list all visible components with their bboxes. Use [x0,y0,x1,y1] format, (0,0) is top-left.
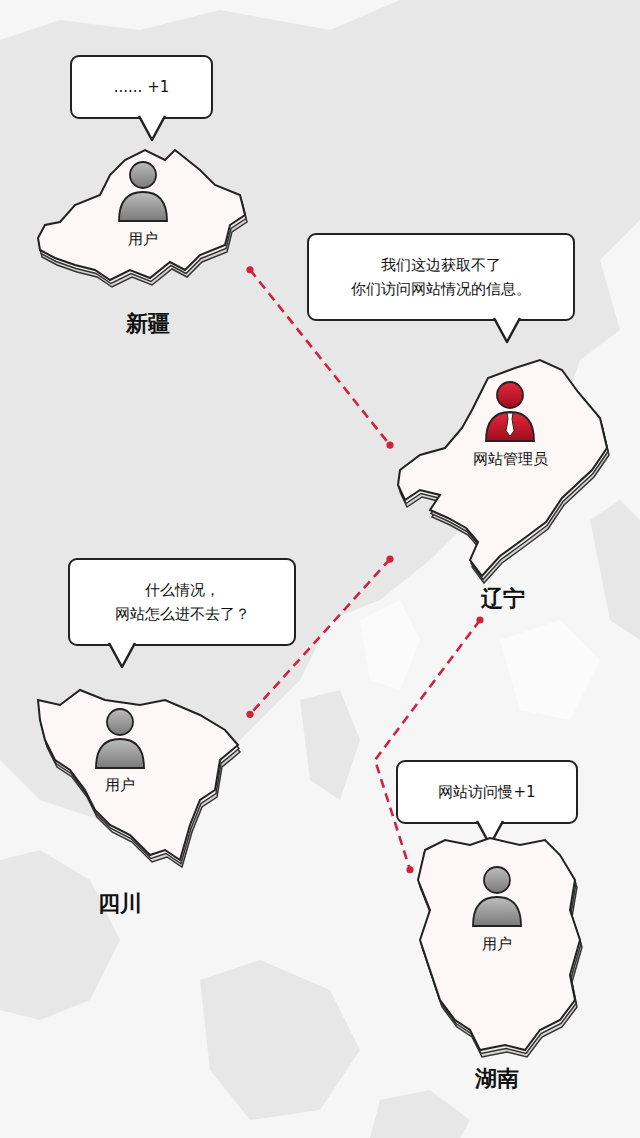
admin-icon [486,382,534,441]
icon-body [473,897,521,926]
speech-bubble: ...... +1 [70,55,213,119]
connector-group [375,616,484,873]
province-name: 湖南 [475,1065,519,1093]
province-face [418,838,580,1050]
tail-outline [494,318,520,342]
bubble-text: 我们这边获取不了 你们访问网站情况的信息。 [327,253,555,301]
province-region: 用户四川 [30,680,250,925]
icon-body [119,192,167,221]
bubble-tail [493,318,521,346]
speech-bubble: 什么情况， 网站怎么进不去了？ [68,558,296,646]
tail-fill [109,641,135,667]
province-outline [410,830,590,1095]
user-icon [96,709,144,768]
user-icon [473,867,521,926]
icon-head [497,382,523,408]
tail-outline [109,643,135,667]
bubble-tail [108,643,136,671]
role-label: 用户 [105,776,135,794]
bubble-text: 网站访问慢+1 [416,780,558,804]
connector-dot [246,711,253,718]
tail-outline [139,116,165,140]
connector-dot [246,266,253,273]
user-icon [119,162,167,221]
speech-bubble: 网站访问慢+1 [396,760,578,824]
connector-dot [386,442,393,449]
icon-head [107,709,133,735]
province-name: 辽宁 [481,585,525,613]
connector-dot [476,616,483,623]
role-label: 用户 [128,230,158,248]
province-name: 四川 [98,890,142,918]
province-outline [30,680,250,925]
speech-bubble: 我们这边获取不了 你们访问网站情况的信息。 [307,233,575,321]
icon-tie [506,413,514,436]
province-face [38,150,245,280]
bubble-text: 什么情况， 网站怎么进不去了？ [88,578,276,626]
icon-head [130,162,156,188]
province-region: 用户湖南 [410,830,590,1095]
bubble-text: ...... +1 [90,75,193,99]
province-name: 新疆 [126,310,170,338]
role-label: 网站管理员 [473,450,548,468]
bubble-tail [138,116,166,144]
connector-dot [386,555,393,562]
province-region: 用户新疆 [30,130,250,345]
tail-fill [494,316,520,342]
dashed-connector [375,620,480,870]
province-outline [390,355,615,620]
icon-head [484,867,510,893]
province-face [398,360,607,576]
role-label: 用户 [482,935,512,953]
tail-fill [139,114,165,140]
province-face [38,690,238,860]
map-water [360,600,600,720]
connector-dot [406,866,413,873]
icon-body [96,739,144,768]
province-region: 网站管理员辽宁 [390,355,615,620]
icon-body [486,412,534,441]
